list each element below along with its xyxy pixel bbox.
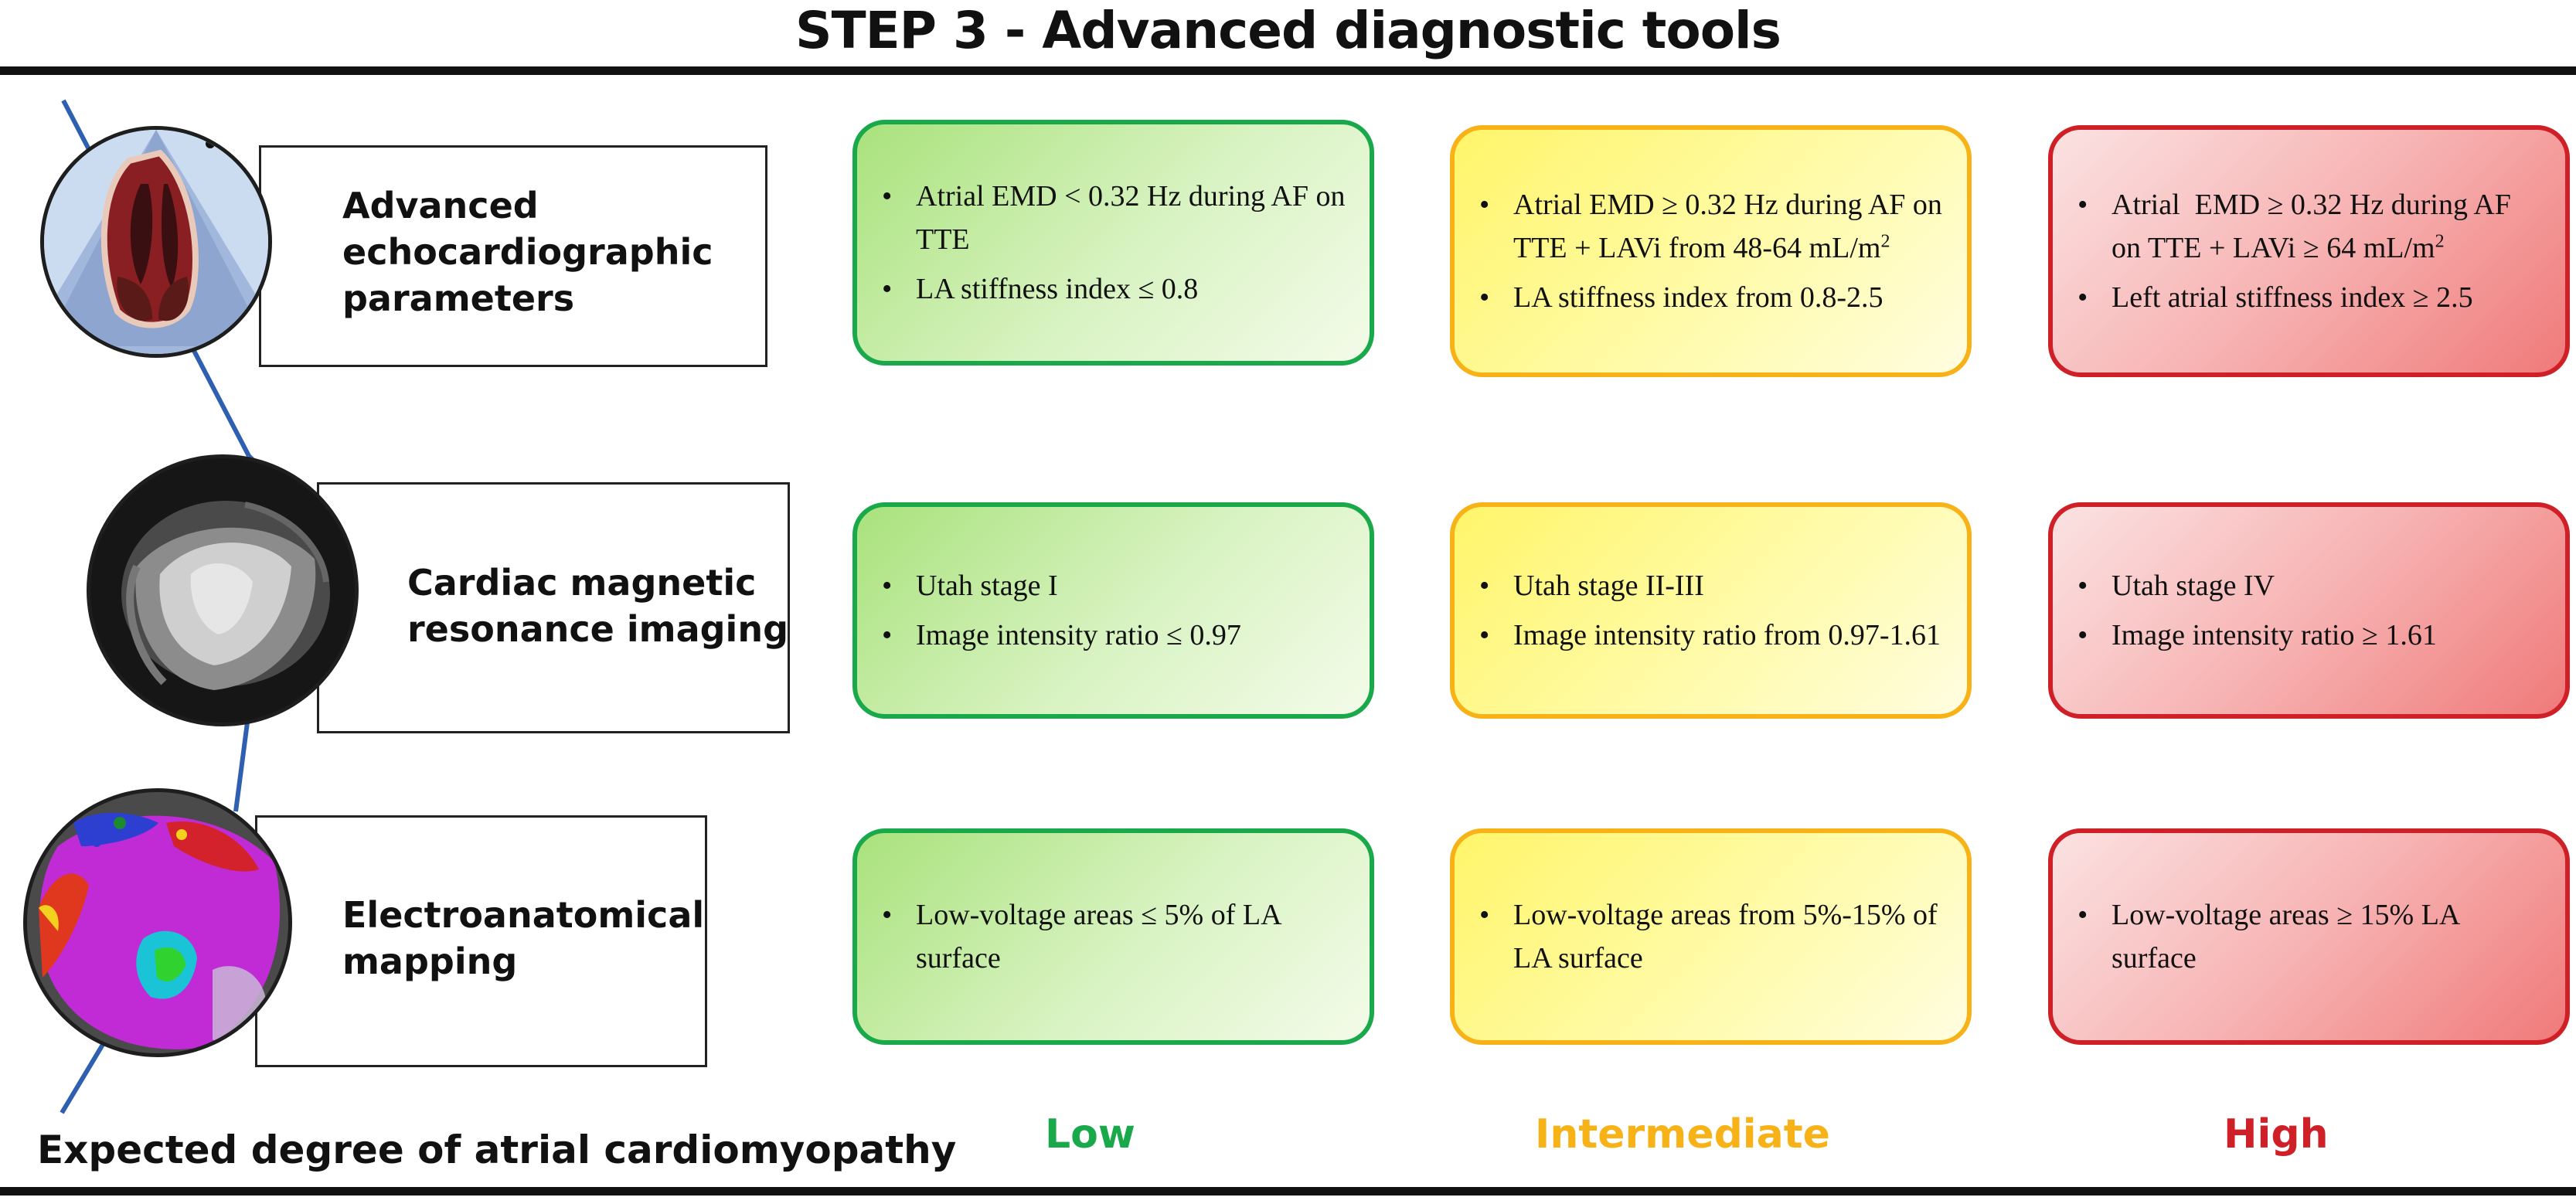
legend-intermediate: Intermediate — [1535, 1111, 1830, 1158]
list-item: Low-voltage areas ≥ 15% LA surface — [2077, 893, 2544, 980]
list-item: Utah stage IV — [2077, 564, 2544, 607]
list-item: Left atrial stiffness index ≥ 2.5 — [2077, 276, 2544, 319]
list-item: Atrial EMD < 0.32 Hz during AF on TTE — [882, 175, 1348, 261]
echocardiogram-icon — [40, 126, 272, 358]
list-item: LA stiffness index from 0.8-2.5 — [1479, 276, 1945, 319]
list-item: Utah stage II-III — [1479, 564, 1945, 607]
card-eam-low: Low-voltage areas ≤ 5% of LA surface — [852, 828, 1374, 1045]
list-item: Atrial EMD ≥ 0.32 Hz during AF on TTE + … — [1479, 183, 1945, 270]
legend-high: High — [2224, 1111, 2329, 1158]
card-eam-intermediate: Low-voltage areas from 5%-15% of LA surf… — [1450, 828, 1972, 1045]
page-title: STEP 3 - Advanced diagnostic tools — [795, 1, 1781, 60]
legend-low: Low — [1045, 1111, 1135, 1158]
card-cmr-high: Utah stage IV Image intensity ratio ≥ 1.… — [2048, 502, 2570, 719]
method-box-cmr — [317, 482, 790, 733]
card-eam-high: Low-voltage areas ≥ 15% LA surface — [2048, 828, 2570, 1045]
list-item: LA stiffness index ≤ 0.8 — [882, 267, 1348, 311]
card-cmr-low: Utah stage I Image intensity ratio ≤ 0.9… — [852, 502, 1374, 719]
method-label-eam: Electroanatomical mapping — [342, 894, 705, 982]
list-item: Low-voltage areas ≤ 5% of LA surface — [882, 893, 1348, 980]
list-item: Atrial EMD ≥ 0.32 Hz during AF on TTE + … — [2077, 183, 2544, 270]
list-item: Utah stage I — [882, 564, 1348, 607]
card-echo-low: Atrial EMD < 0.32 Hz during AF on TTE LA… — [852, 120, 1374, 366]
list-item: Image intensity ratio ≥ 1.61 — [2077, 614, 2544, 657]
top-divider — [0, 66, 2576, 75]
method-label-cmr: Cardiac magnetic resonance imaging — [407, 562, 788, 650]
method-label-echo: Advanced echocardiographic parameters — [342, 185, 713, 319]
card-cmr-intermediate: Utah stage II-III Image intensity ratio … — [1450, 502, 1972, 719]
list-item: Image intensity ratio ≤ 0.97 — [882, 614, 1348, 657]
list-item: Low-voltage areas from 5%-15% of LA surf… — [1479, 893, 1945, 980]
cardiac-mri-icon — [87, 454, 359, 726]
card-echo-intermediate: Atrial EMD ≥ 0.32 Hz during AF on TTE + … — [1450, 125, 1972, 377]
bottom-divider — [0, 1187, 2576, 1195]
method-box-eam — [255, 815, 707, 1067]
electroanatomical-map-icon — [23, 788, 292, 1057]
list-item: Image intensity ratio from 0.97-1.61 — [1479, 614, 1945, 657]
card-echo-high: Atrial EMD ≥ 0.32 Hz during AF on TTE + … — [2048, 125, 2570, 377]
expected-degree-label: Expected degree of atrial cardiomyopathy — [37, 1127, 957, 1172]
method-box-echo — [259, 145, 767, 367]
